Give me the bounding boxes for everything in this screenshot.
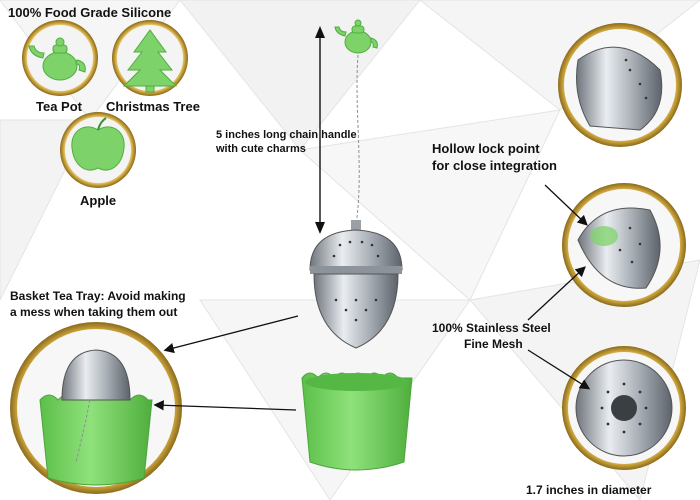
christmas-tree-charm-icon — [122, 29, 178, 93]
chain-length-arrow — [315, 26, 325, 234]
basket-note-line1: Basket Tea Tray: Avoid making — [10, 289, 186, 303]
mesh-note-line2: Fine Mesh — [464, 337, 523, 351]
chain-handle — [355, 54, 360, 226]
hollow-half-medallion — [562, 183, 686, 307]
infuser-ball — [309, 220, 403, 349]
charm-apple-medallion — [60, 112, 136, 188]
chain-note-line2: with cute charms — [216, 143, 306, 155]
charm-label-tree: Christmas Tree — [106, 99, 200, 114]
lock-note-line2: for close integration — [432, 158, 557, 173]
charm-label-teapot: Tea Pot — [36, 99, 82, 114]
lock-note-line1: Hollow lock point — [432, 141, 540, 156]
teapot-charm-icon — [28, 37, 86, 81]
charm-label-apple: Apple — [80, 193, 117, 208]
mesh-note-line1: 100% Stainless Steel — [432, 321, 551, 335]
charm-tree-medallion — [112, 20, 188, 96]
basket-tray-medallion — [10, 322, 182, 494]
lock-point-medallion — [558, 23, 682, 147]
pointer-lines — [153, 184, 591, 411]
heading-label: 100% Food Grade Silicone — [8, 5, 172, 20]
chain-note-line1: 5 inches long chain handle — [216, 129, 357, 141]
apple-charm-icon — [71, 117, 125, 171]
basket-tea-tray — [301, 372, 413, 471]
charm-teapot-medallion — [22, 20, 98, 96]
basket-note-line2: a mess when taking them out — [10, 305, 178, 319]
diameter-note: 1.7 inches in diameter — [526, 483, 652, 497]
fine-mesh-medallion — [562, 346, 686, 470]
top-teapot-charm-icon — [334, 19, 378, 54]
